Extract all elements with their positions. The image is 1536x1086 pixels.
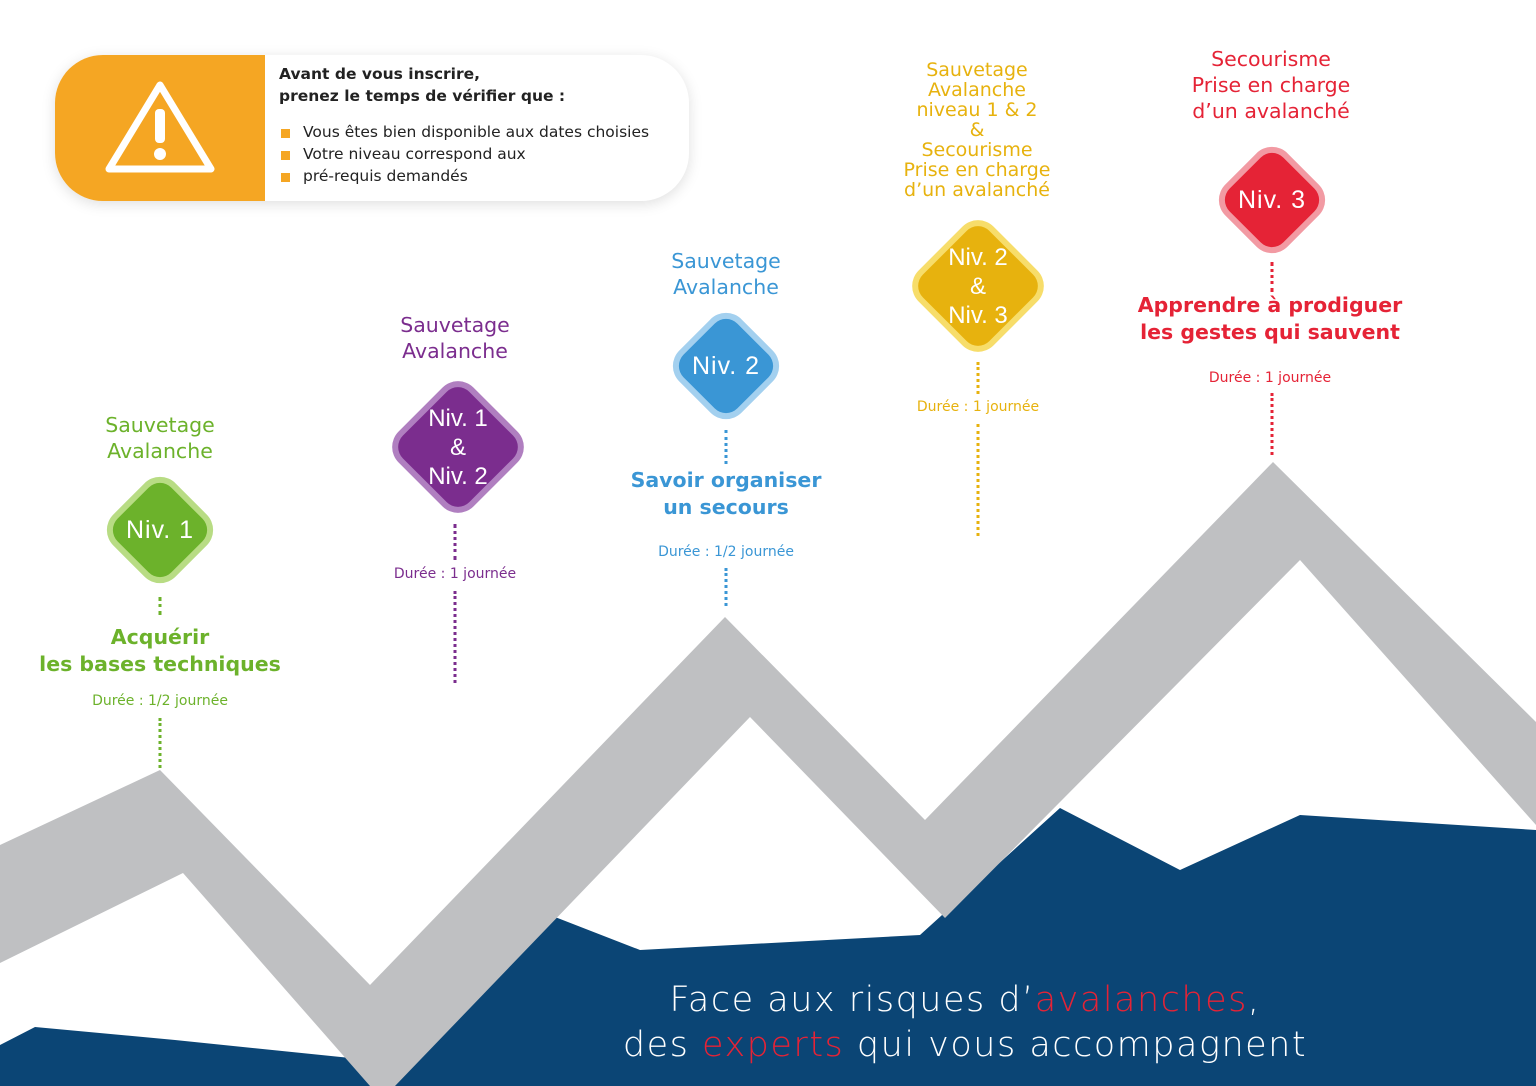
warning-icon-box [55, 55, 265, 201]
tagline: Face aux risques d’avalanches, des exper… [623, 978, 1307, 1068]
warning-bullet: Vous êtes bien disponible aux dates choi… [279, 121, 679, 143]
tagline-line2: des experts qui vous accompagnent [623, 1023, 1307, 1068]
level1-2-connector-top [453, 524, 457, 560]
level2-3-connector-top [976, 362, 980, 394]
level2-3-heading: Sauvetage Avalanche niveau 1 & 2 & Secou… [904, 60, 1051, 200]
level3-heading-line3: d’un avalanché [1192, 99, 1350, 123]
level2-heading: Sauvetage Avalanche [671, 248, 781, 300]
tagline-text: des [622, 1025, 703, 1065]
warning-triangle-icon [105, 81, 215, 173]
level3-badge: Niv. 3 [1212, 140, 1332, 260]
level2-connector-top [724, 430, 728, 464]
level2-heading-line2: Avalanche [673, 275, 779, 299]
level1-goal-line2: les bases techniques [39, 652, 281, 676]
level3-heading-line2: Prise en charge [1191, 73, 1351, 97]
level1-badge: Niv. 1 [100, 470, 220, 590]
level3-goal: Apprendre à prodiguer les gestes qui sau… [1138, 292, 1402, 346]
level3-heading: Secourisme Prise en charge d’un avalanch… [1192, 46, 1351, 124]
gray-peak-band [0, 462, 1536, 1086]
tagline-text: qui vous accompagnent [844, 1025, 1308, 1065]
level2-3-connector-bottom [976, 424, 980, 536]
level1-2-heading-line1: Sauvetage [400, 313, 510, 337]
level2-badge: Niv. 2 [666, 306, 786, 426]
tagline-highlight: experts [702, 1025, 845, 1065]
level2-goal: Savoir organiser un secours [631, 467, 822, 521]
tagline-highlight: avalanches [1034, 980, 1248, 1020]
level3-connector-top [1270, 262, 1274, 292]
level1-2-heading-line2: Avalanche [402, 339, 508, 363]
level1-duration: Durée : 1/2 journée [92, 693, 228, 709]
level1-goal: Acquérir les bases techniques [39, 624, 281, 678]
level2-3-heading-line: d’un avalanché [904, 179, 1050, 201]
warning-bullet-list: Vous êtes bien disponible aux dates choi… [279, 121, 679, 187]
level1-2-badge-label: Niv. 1 & Niv. 2 [428, 404, 488, 490]
level1-badge-label: Niv. 1 [125, 515, 195, 544]
level2-goal-line1: Savoir organiser [630, 468, 822, 492]
level2-3-heading-line: niveau 1 & 2 [916, 99, 1038, 121]
level2-3-badge: Niv. 2 & Niv. 3 [903, 211, 1053, 361]
level2-duration: Durée : 1/2 journée [658, 544, 794, 560]
tagline-text: Face aux risques d’ [669, 980, 1035, 1020]
level3-goal-line2: les gestes qui sauvent [1140, 320, 1400, 344]
level2-heading-line1: Sauvetage [671, 249, 781, 273]
warning-title-line1: Avant de vous inscrire, [279, 65, 481, 83]
level2-3-badge-label: Niv. 2 & Niv. 3 [948, 243, 1008, 329]
level2-3-heading-line: Sauvetage [926, 59, 1028, 81]
level3-connector-bottom [1270, 393, 1274, 455]
warning-title-line2: prenez le temps de vérifier que : [279, 87, 566, 105]
tagline-text: , [1247, 980, 1261, 1020]
level1-2-badge: Niv. 1 & Niv. 2 [383, 372, 533, 522]
level1-goal-line1: Acquérir [110, 625, 210, 649]
level2-connector-bottom [724, 568, 728, 606]
level1-heading-line1: Sauvetage [105, 413, 215, 437]
level2-3-heading-line: Avalanche [928, 79, 1026, 101]
level1-connector-bottom [158, 718, 162, 768]
level1-heading: Sauvetage Avalanche [105, 412, 215, 464]
level2-3-heading-line: Secourisme [921, 139, 1033, 161]
level2-3-heading-line: Prise en charge [903, 159, 1051, 181]
level2-badge-label: Niv. 2 [691, 351, 761, 380]
warning-bullet: Votre niveau correspond aux [279, 143, 679, 165]
blue-mountain-range [0, 808, 1536, 1086]
level2-goal-line2: un secours [663, 495, 789, 519]
tagline-line1: Face aux risques d’avalanches, [623, 978, 1307, 1023]
level1-2-duration: Durée : 1 journée [393, 566, 517, 582]
level1-connector-top [158, 597, 162, 615]
level3-badge-label: Niv. 3 [1237, 185, 1307, 214]
level3-goal-line1: Apprendre à prodiguer [1137, 293, 1403, 317]
level2-3-heading-line: & [969, 119, 985, 141]
level2-3-duration: Durée : 1 journée [916, 399, 1040, 415]
warning-card: Avant de vous inscrire, prenez le temps … [55, 55, 689, 201]
level3-heading-line1: Secourisme [1211, 47, 1331, 71]
level3-duration: Durée : 1 journée [1208, 370, 1332, 386]
warning-bullet-continuation: pré-requis demandés [279, 165, 679, 187]
level1-2-heading: Sauvetage Avalanche [400, 312, 510, 364]
level1-2-connector-bottom [453, 591, 457, 683]
level1-heading-line2: Avalanche [107, 439, 213, 463]
